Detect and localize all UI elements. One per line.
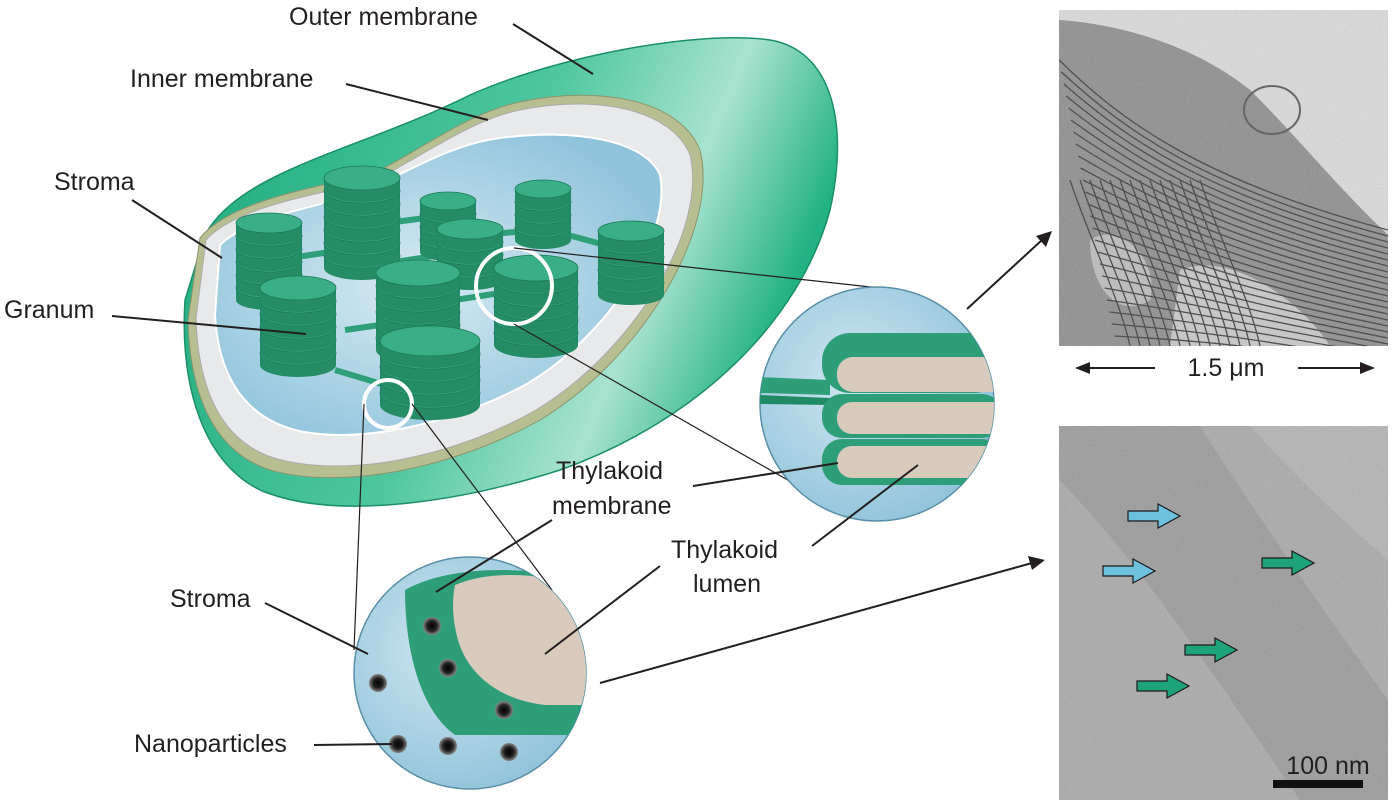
label-inner-membrane: Inner membrane xyxy=(130,65,489,121)
label-thylakoid-lumen: Thylakoid lumen xyxy=(544,464,919,655)
blue-arrow xyxy=(1102,557,1157,585)
label-nanoparticles: Nanoparticles xyxy=(134,730,393,758)
grana-group xyxy=(235,165,665,420)
thylakoid-disk xyxy=(419,191,477,211)
thylakoid-stack xyxy=(822,333,994,485)
green-arrow xyxy=(1184,636,1239,664)
nanoparticle xyxy=(423,617,441,635)
thylakoid-membrane-label-2: membrane xyxy=(552,492,672,520)
label-thylakoid-membrane: Thylakoid membrane xyxy=(435,457,839,593)
granum-label: Granum xyxy=(4,296,94,324)
granum-stack xyxy=(259,275,337,377)
pointer-arrows xyxy=(599,231,1052,684)
nanoparticle xyxy=(389,735,407,753)
green-arrow xyxy=(1136,672,1191,700)
thylakoid-disk xyxy=(375,259,461,287)
scale-label-top: 1.5 μm xyxy=(1188,354,1265,382)
green-arrow xyxy=(1261,549,1316,577)
tem-arrows xyxy=(1102,502,1316,700)
thylakoid-lumen-label-2: lumen xyxy=(693,570,761,598)
thylakoid-zoom-circle xyxy=(759,286,995,522)
nanoparticles-label: Nanoparticles xyxy=(134,730,287,758)
granum-stack xyxy=(379,325,481,420)
thylakoid-disk xyxy=(493,254,579,282)
label-stroma-lower: Stroma xyxy=(170,585,369,655)
label-outer-membrane: Outer membrane xyxy=(289,3,594,75)
scale-label-bottom: 100 nm xyxy=(1286,752,1369,780)
nanoparticle xyxy=(439,737,457,755)
zoom-connector-lines xyxy=(353,247,881,651)
granum-stack xyxy=(493,254,579,358)
thylakoid-membrane-label-1: Thylakoid xyxy=(556,457,663,485)
nanoparticle-dots xyxy=(369,617,518,761)
nanoparticle xyxy=(439,659,457,677)
thylakoid-disk xyxy=(323,165,401,191)
stroma-label: Stroma xyxy=(54,168,135,196)
stroma-lower-label: Stroma xyxy=(170,585,251,613)
label-stroma-top: Stroma xyxy=(54,168,223,259)
thylakoid-disk xyxy=(259,275,337,301)
thylakoid-disk xyxy=(235,212,303,234)
nanoparticle xyxy=(369,674,387,692)
nanoparticle xyxy=(500,743,518,761)
granum-stack xyxy=(323,165,401,280)
blue-arrow xyxy=(1127,502,1182,530)
tem-micrograph-bottom: 100 nm xyxy=(1059,426,1388,800)
thylakoid-disk xyxy=(379,325,481,357)
scale-bar-bottom xyxy=(1273,780,1363,788)
label-granum: Granum xyxy=(4,296,307,335)
inner-membrane-label: Inner membrane xyxy=(130,65,313,93)
nanoparticle-zoom-circle xyxy=(353,556,587,790)
nanoparticle xyxy=(495,701,513,719)
thylakoid-lumen-label-1: Thylakoid xyxy=(671,536,778,564)
scale-arrows-top: 1.5 μm xyxy=(1075,354,1375,382)
thylakoid-disk xyxy=(597,220,665,242)
outer-membrane-label: Outer membrane xyxy=(289,3,478,31)
thylakoid-disk xyxy=(514,179,572,199)
granum-stack xyxy=(514,179,572,249)
thylakoid-disk xyxy=(436,218,504,240)
tem-micrograph-top xyxy=(1059,10,1388,346)
